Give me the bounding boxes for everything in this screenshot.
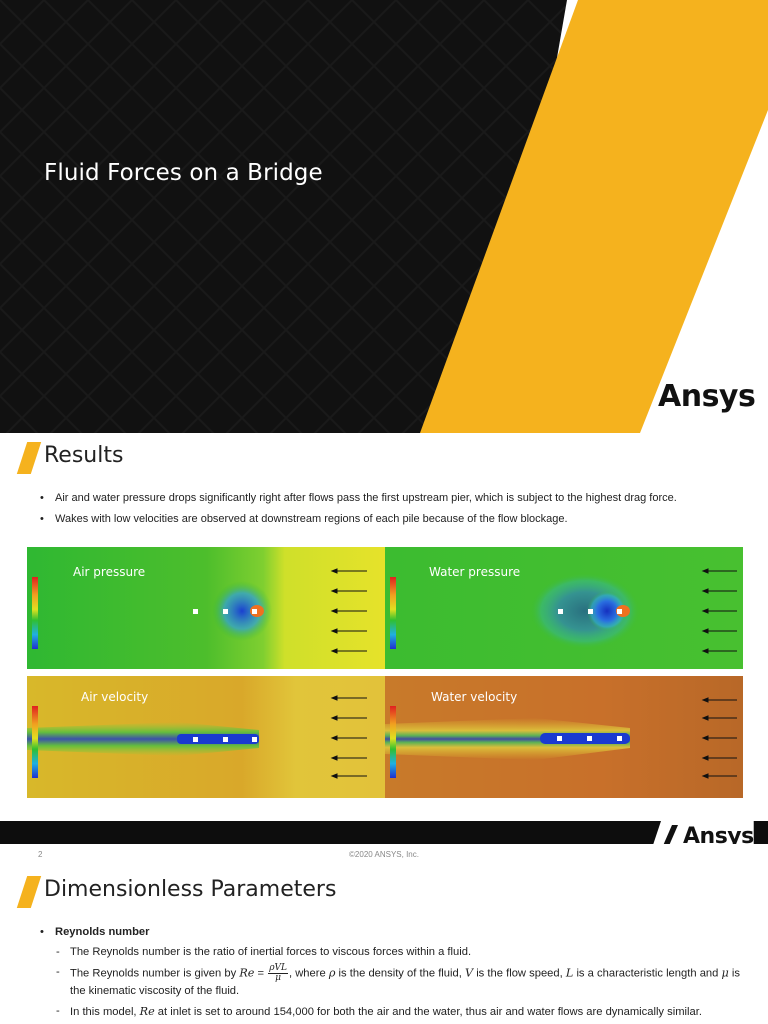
bullet-item: Wakes with low velocities are observed a…: [40, 509, 740, 530]
air-velocity-contour: Air velocity: [27, 676, 385, 798]
water-velocity-contour: Water velocity: [385, 676, 743, 798]
reynolds-item-formula: The Reynolds number is given by Re = ρVL…: [40, 964, 740, 1000]
accent-stripes: [420, 0, 768, 433]
text-fragment: The Reynolds number is given by: [70, 967, 240, 980]
symbol-v: V: [464, 966, 474, 980]
ansys-logo: Ansys: [628, 379, 756, 414]
text-fragment: , where: [288, 967, 329, 980]
reynolds-item: The Reynolds number is the ratio of iner…: [40, 944, 740, 961]
air-pressure-contour: Air pressure: [27, 547, 385, 669]
formula-denominator: μ: [275, 973, 281, 983]
reynolds-section: Reynolds number The Reynolds number is t…: [40, 923, 740, 1021]
symbol-rho: ρ: [328, 966, 336, 980]
ansys-logo-text: Ansys: [658, 379, 756, 414]
heading-accent-bar: [16, 442, 42, 474]
symbol-mu: μ: [721, 966, 729, 980]
water-pressure-contour: Water pressure: [385, 547, 743, 669]
air-pressure-label: Air pressure: [73, 565, 146, 579]
flow-arrows: [330, 568, 367, 654]
results-slide: Results Air and water pressure drops sig…: [0, 433, 768, 851]
symbol-re: Re: [139, 1005, 155, 1018]
ansys-logo-mark-icon: [630, 381, 652, 414]
reynolds-title: Reynolds number: [40, 923, 740, 941]
page-number: 2: [38, 850, 43, 859]
results-bullets: Air and water pressure drops significant…: [40, 488, 740, 530]
footer-band: [0, 821, 768, 844]
text-fragment: is the kinematic viscosity of the fluid.: [70, 967, 740, 997]
air-velocity-label: Air velocity: [81, 690, 149, 704]
presentation-title: Fluid Forces on a Bridge: [44, 160, 323, 186]
text-fragment: at inlet is set to around 154,000 for bo…: [154, 1006, 702, 1018]
dimensionless-heading: Dimensionless Parameters: [44, 877, 337, 902]
symbol-l: L: [565, 966, 574, 980]
dimensionless-parameters-slide: 2 ©2020 ANSYS, Inc. Dimensionless Parame…: [0, 844, 768, 1024]
reynolds-item-model: In this model, Re at inlet is set to aro…: [40, 1003, 740, 1021]
ansys-logo-mark-icon: [662, 825, 678, 848]
heading-accent-bar: [16, 876, 42, 908]
text-fragment: is the density of the fluid,: [335, 967, 465, 980]
text-fragment: is a characteristic length and: [573, 967, 722, 980]
water-velocity-label: Water velocity: [431, 690, 518, 704]
water-pressure-label: Water pressure: [429, 565, 521, 579]
copyright-text: ©2020 ANSYS, Inc.: [349, 850, 419, 859]
results-heading: Results: [44, 443, 124, 468]
title-slide: Fluid Forces on a Bridge Ansys: [0, 0, 768, 433]
text-fragment: is the flow speed,: [473, 967, 566, 980]
formula-lhs: Re: [239, 966, 255, 980]
bullet-item: Air and water pressure drops significant…: [40, 488, 740, 509]
text-fragment: In this model,: [70, 1006, 140, 1018]
formula-numerator: ρVL: [268, 963, 288, 974]
